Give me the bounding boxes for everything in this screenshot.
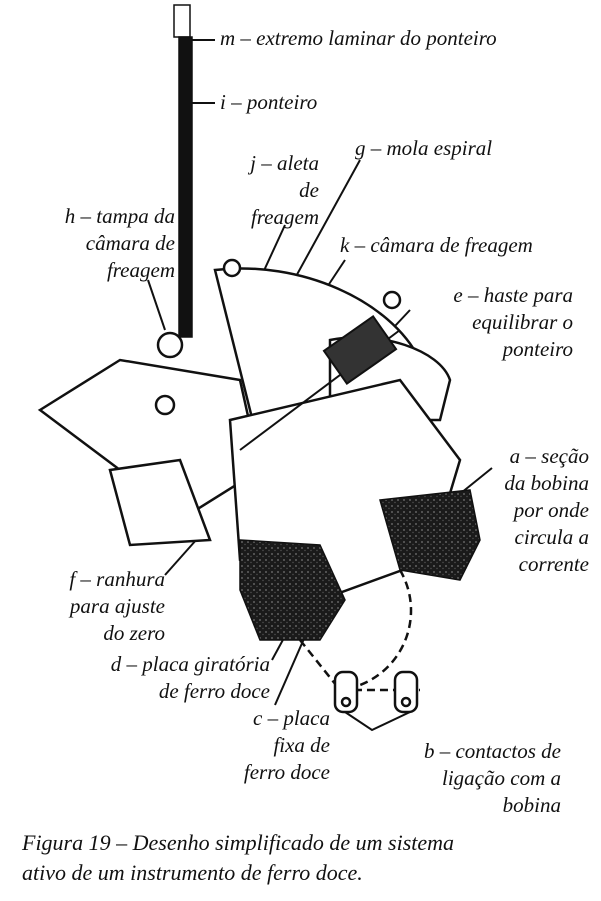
- balance-rod: [239, 315, 401, 451]
- label-line: corrente: [518, 552, 589, 576]
- label-line: circula a: [514, 525, 589, 549]
- label-line: por onde: [513, 498, 589, 522]
- caption-line: ativo de um instrumento de ferro doce.: [22, 860, 363, 885]
- label-line: da bobina: [504, 471, 589, 495]
- label-line: freagem: [250, 205, 319, 229]
- label-line: ferro doce: [243, 760, 330, 784]
- label-line: d – placa giratória: [110, 652, 270, 676]
- coil-sections: [239, 489, 481, 641]
- label-line: f – ranhura: [69, 567, 165, 591]
- label-line: do zero: [103, 621, 165, 645]
- label-line: h – tampa da: [64, 204, 175, 228]
- label-line: bobina: [502, 793, 561, 817]
- label-line: de: [299, 178, 319, 202]
- label-line: e – haste para: [453, 283, 573, 307]
- caption-line: Figura 19 – Desenho simplificado de um s…: [22, 830, 455, 855]
- label-line: câmara de: [85, 231, 175, 255]
- label-line: ponteiro: [502, 337, 573, 361]
- label-c-fixed-iron-plate: c – placa fixa de ferro doce: [244, 705, 330, 786]
- figure-caption: Figura 19 – Desenho simplificado de um s…: [22, 828, 454, 888]
- label-k-damping-chamber: k – câmara de freagem: [340, 233, 533, 257]
- label-line: equilibrar o: [472, 310, 573, 334]
- label-line: freagem: [106, 258, 175, 282]
- label-b-coil-contacts: b – contactos de ligação com a bobina: [424, 738, 561, 819]
- label-line: para ajuste: [69, 594, 165, 618]
- label-d-moving-iron-plate: d – placa giratória de ferro doce: [111, 651, 270, 705]
- label-line: ligação com a: [442, 766, 561, 790]
- label-line: c – placa: [253, 706, 330, 730]
- label-line: j – aleta: [250, 151, 319, 175]
- label-f-zero-adjust-slot: f – ranhura para ajuste do zero: [69, 566, 165, 647]
- label-m-pointer-tip: m – extremo laminar do ponteiro: [220, 26, 497, 50]
- label-line: de ferro doce: [158, 679, 270, 703]
- pointer: [173, 4, 193, 338]
- label-j-damping-vane: j – aleta de freagem: [250, 150, 319, 231]
- label-line: a – seção: [509, 444, 589, 468]
- label-line: b – contactos de: [423, 739, 561, 763]
- label-i-pointer: i – ponteiro: [220, 90, 318, 114]
- label-e-balance-rod: e – haste para equilibrar o ponteiro: [453, 282, 573, 363]
- label-line: fixa de: [273, 733, 330, 757]
- label-g-spiral-spring: g – mola espiral: [355, 136, 493, 160]
- label-h-chamber-cover: h – tampa da câmara de freagem: [65, 203, 175, 284]
- label-a-coil-section: a – seção da bobina por onde circula a c…: [504, 443, 589, 578]
